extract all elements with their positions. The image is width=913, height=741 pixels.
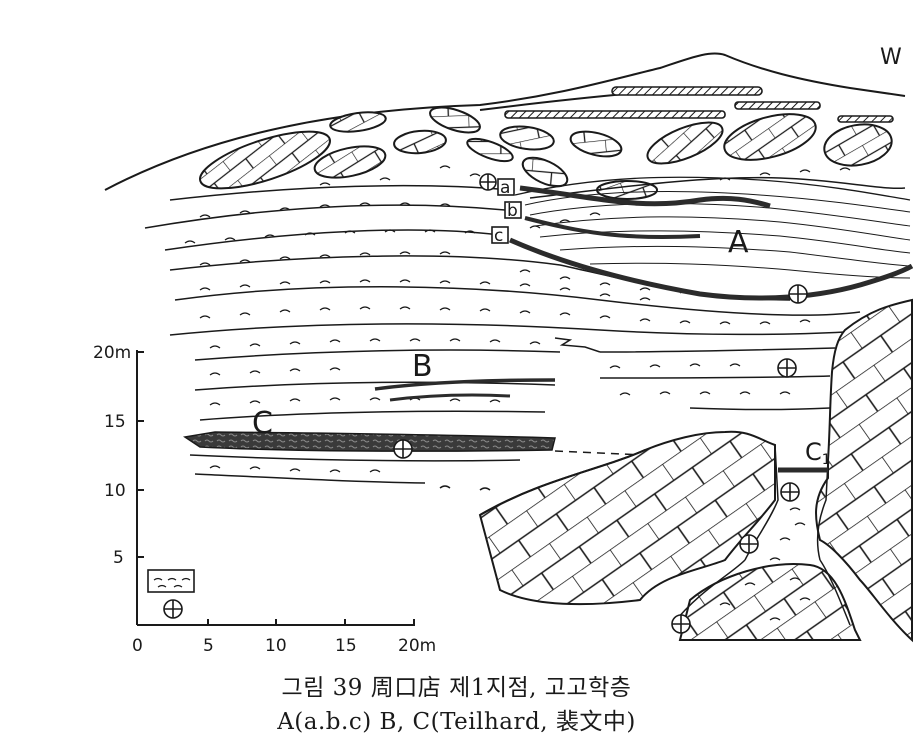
layer-label-C1: C1 (805, 438, 831, 468)
sample-label-c: c (494, 226, 503, 246)
bedrock-bottom-block (678, 563, 862, 641)
sediment-boundaries (144, 176, 906, 484)
layer-B-lines (374, 378, 556, 402)
find-symbol (479, 173, 497, 191)
find-symbol (788, 284, 808, 304)
layer-label-B: B (412, 349, 433, 384)
figure-caption-credit: A(a.b.c) B, C(Teilhard, 裴文中) (277, 709, 636, 735)
find-symbol (739, 534, 759, 554)
y-tick-label: 15 (104, 412, 126, 432)
find-symbol (671, 614, 691, 634)
legend-find-symbol (163, 599, 183, 619)
limestone-blocks (199, 106, 893, 200)
sample-label-b: b (507, 201, 518, 221)
layer-label-C: C (252, 406, 273, 441)
sample-markers (491, 178, 522, 244)
find-symbol (777, 358, 797, 378)
layer-label-A: A (728, 225, 749, 260)
figure-caption-title: 그림 39 周口店 제1지점, 고고학층 (281, 675, 632, 701)
y-tick-label: 10 (104, 481, 126, 501)
find-symbol (780, 482, 800, 502)
find-symbol (393, 439, 413, 459)
roof-thin-bands (504, 86, 894, 123)
x-tick-label: 20m (398, 636, 436, 656)
bedrock-right-block (815, 298, 913, 643)
y-tick-label: 20m (93, 343, 131, 363)
sample-label-a: a (500, 178, 510, 198)
bedrock-lower-block (478, 430, 776, 606)
x-tick-label: 0 (132, 636, 143, 656)
x-tick-label: 5 (203, 636, 214, 656)
y-tick-label: 5 (113, 548, 124, 568)
x-tick-label: 10 (265, 636, 287, 656)
artifact-find-symbols (393, 173, 808, 634)
x-tick-label: 15 (335, 636, 357, 656)
legend-sediment-box (147, 569, 195, 593)
direction-label: W (880, 45, 902, 70)
scale-bar (136, 350, 415, 626)
layer-A-lens (508, 176, 913, 301)
